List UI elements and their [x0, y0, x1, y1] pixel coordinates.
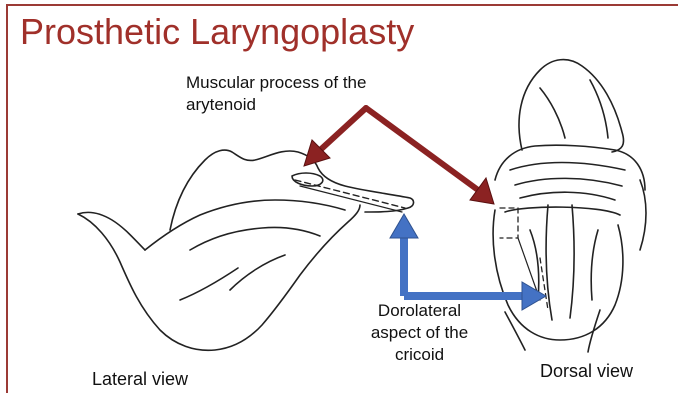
cricoid-arrowhead-right — [522, 282, 546, 310]
muscular-process-arrowhead-right — [470, 178, 494, 204]
cricoid-arrows — [390, 214, 546, 310]
dorsal-view-illustration — [493, 60, 646, 352]
label-dorsolateral-line2: aspect of the — [357, 322, 482, 344]
label-dorsolateral-line3: cricoid — [357, 344, 482, 366]
label-lateral-view: Lateral view — [92, 368, 188, 390]
label-muscular-process-line2: arytenoid — [186, 94, 426, 116]
label-dorsolateral-cricoid: Dorolateral aspect of the cricoid — [357, 300, 482, 366]
label-muscular-process: Muscular process of the arytenoid — [186, 72, 426, 116]
cricoid-arrowhead-up — [390, 214, 418, 238]
muscular-process-arrow-right — [366, 108, 478, 190]
label-dorsal-view: Dorsal view — [540, 360, 633, 382]
muscular-process-arrows — [304, 108, 494, 204]
label-dorsolateral-line1: Dorolateral — [357, 300, 482, 322]
label-muscular-process-line1: Muscular process of the — [186, 72, 426, 94]
